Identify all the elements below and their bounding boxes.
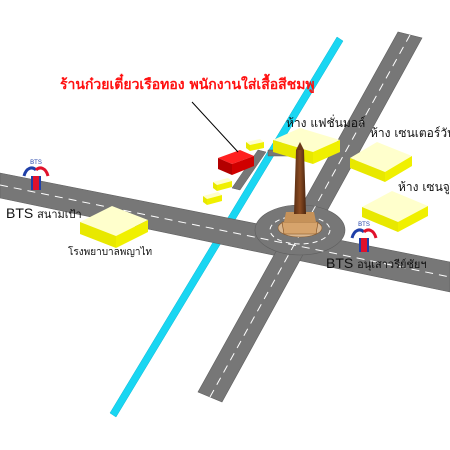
restaurant-building [218,150,254,175]
center-one-building [350,142,412,182]
bts-right-label: BTS อนุเสาวรีย์ชัยฯ [326,256,427,271]
bts-logo-icon: BTS [22,160,50,190]
victory-monument-icon [277,142,323,238]
restaurant-label: ร้านก๋วยเตี๋ยวเรือทอง พนักงานใส่เสื้อสีช… [60,77,315,93]
bts-left-text: BTS [6,205,34,221]
small-buildings [203,139,264,205]
hospital-label: โรงพยาบาลพญาไท [68,247,153,258]
road-horizontal [0,172,450,293]
hospital-building [80,206,148,248]
bts-right-text: BTS [326,255,354,271]
bts-left-station: สนามเป้า [37,209,82,221]
bts-logo-icon: BTS [350,222,378,252]
fashion-mall-label: ห้าง แฟชั่นมอล์ [286,116,366,130]
bts-right-station: อนุเสาวรีย์ชัยฯ [357,259,427,271]
century-label: ห้าง เซนจูรี่ [398,180,450,194]
century-building [362,191,428,232]
svg-text:BTS: BTS [30,160,42,166]
bts-left-label: BTS สนามเป้า [6,206,82,221]
restaurant-leader-line [191,101,239,153]
svg-text:BTS: BTS [358,222,370,228]
center-one-label: ห้าง เซนเตอร์วัน [370,126,450,140]
